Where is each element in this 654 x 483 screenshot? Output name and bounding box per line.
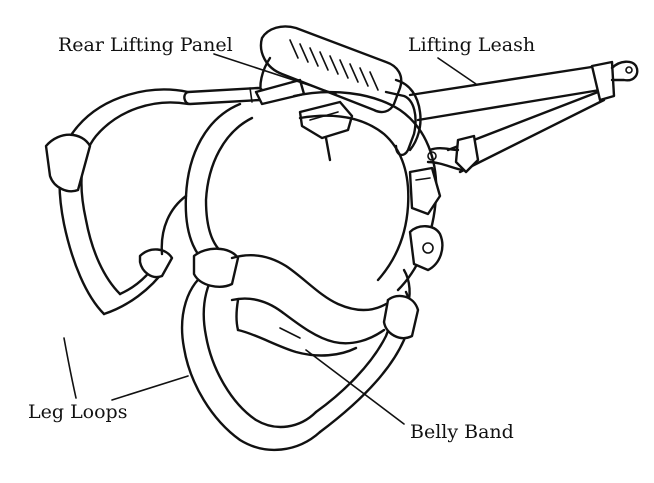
label-lifting-leash: Lifting Leash bbox=[408, 34, 535, 56]
label-lifting-leash-group: Lifting Leash bbox=[408, 34, 535, 85]
label-belly-band: Belly Band bbox=[410, 421, 514, 443]
label-belly-band-group: Belly Band bbox=[305, 349, 514, 443]
label-rear-lifting-panel-group: Rear Lifting Panel bbox=[58, 34, 337, 95]
leader-line-leg-loops-left bbox=[63, 337, 77, 399]
leg-loops-illustration bbox=[44, 88, 420, 452]
leader-line-rear-lifting-panel bbox=[213, 53, 337, 95]
label-leg-loops: Leg Loops bbox=[28, 401, 127, 423]
leader-line-leg-loops-right bbox=[111, 375, 189, 401]
leader-line-lifting-leash bbox=[437, 57, 477, 85]
label-leg-loops-group: Leg Loops bbox=[28, 337, 189, 423]
leader-line-belly-band bbox=[305, 349, 405, 425]
lifting-leash-illustration bbox=[408, 60, 639, 174]
rear-lifting-panel-illustration bbox=[183, 25, 422, 162]
label-rear-lifting-panel: Rear Lifting Panel bbox=[58, 34, 233, 56]
belly-band-illustration bbox=[230, 254, 388, 357]
